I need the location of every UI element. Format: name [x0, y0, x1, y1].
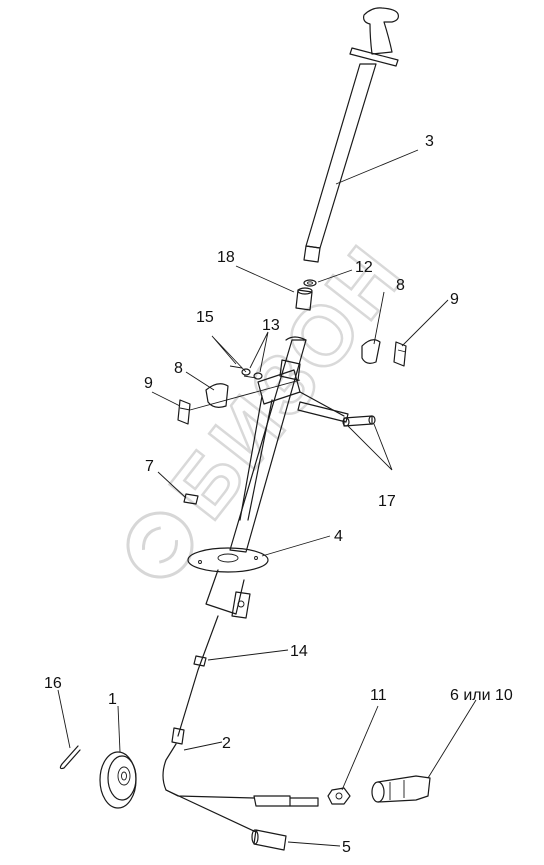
watermark-text: БИЗОН [152, 227, 422, 536]
part-9-right-clip [393, 341, 407, 367]
label-part-9-left: 9 [144, 375, 153, 392]
label-part-11: 11 [370, 687, 387, 704]
label-part-14: 14 [290, 643, 308, 660]
part-17-pins [297, 401, 376, 427]
label-part-4: 4 [334, 528, 343, 545]
part-3-handle [303, 7, 399, 263]
label-part-7: 7 [145, 458, 154, 475]
label-part-12: 12 [355, 259, 373, 276]
label-part-18: 18 [217, 249, 235, 266]
label-part-16: 16 [44, 675, 62, 692]
part-16-cotter-pin [59, 745, 81, 770]
part-2-cable [162, 615, 319, 833]
part-4-flange [187, 547, 269, 619]
part-8-left-bracket [205, 383, 229, 408]
part-9-left-clip [177, 399, 191, 425]
watermark-logo-icon [126, 511, 194, 579]
leader-lines [57, 149, 477, 847]
part-18-bushing [295, 287, 313, 311]
watermark: БИЗОН [126, 226, 423, 579]
part-15-screws [229, 365, 257, 379]
label-part-5: 5 [342, 839, 351, 856]
part-labels: 3 18 12 8 9 15 13 8 9 7 17 4 14 16 1 11 … [44, 133, 513, 856]
label-part-3: 3 [425, 133, 434, 150]
label-part-1: 1 [108, 691, 117, 708]
part-7-pin [183, 493, 199, 505]
label-part-9-right: 9 [450, 291, 459, 308]
part-12-washer [303, 279, 317, 287]
part-1-pulley [99, 751, 137, 809]
label-part-15: 15 [196, 309, 214, 326]
part-11-nut [327, 787, 351, 805]
part-5-cap [251, 829, 287, 851]
label-part-13: 13 [262, 317, 280, 334]
part-lever-column [189, 336, 345, 553]
part-8-right-bracket [361, 339, 381, 364]
part-13-nuts [241, 368, 263, 380]
label-part-17: 17 [378, 493, 396, 510]
part-6-or-10-clevis [371, 775, 431, 803]
label-part-2: 2 [222, 735, 231, 752]
label-part-8-left: 8 [174, 360, 183, 377]
label-part-6-or-10: 6 или 10 [450, 687, 513, 704]
label-part-8-right: 8 [396, 277, 405, 294]
